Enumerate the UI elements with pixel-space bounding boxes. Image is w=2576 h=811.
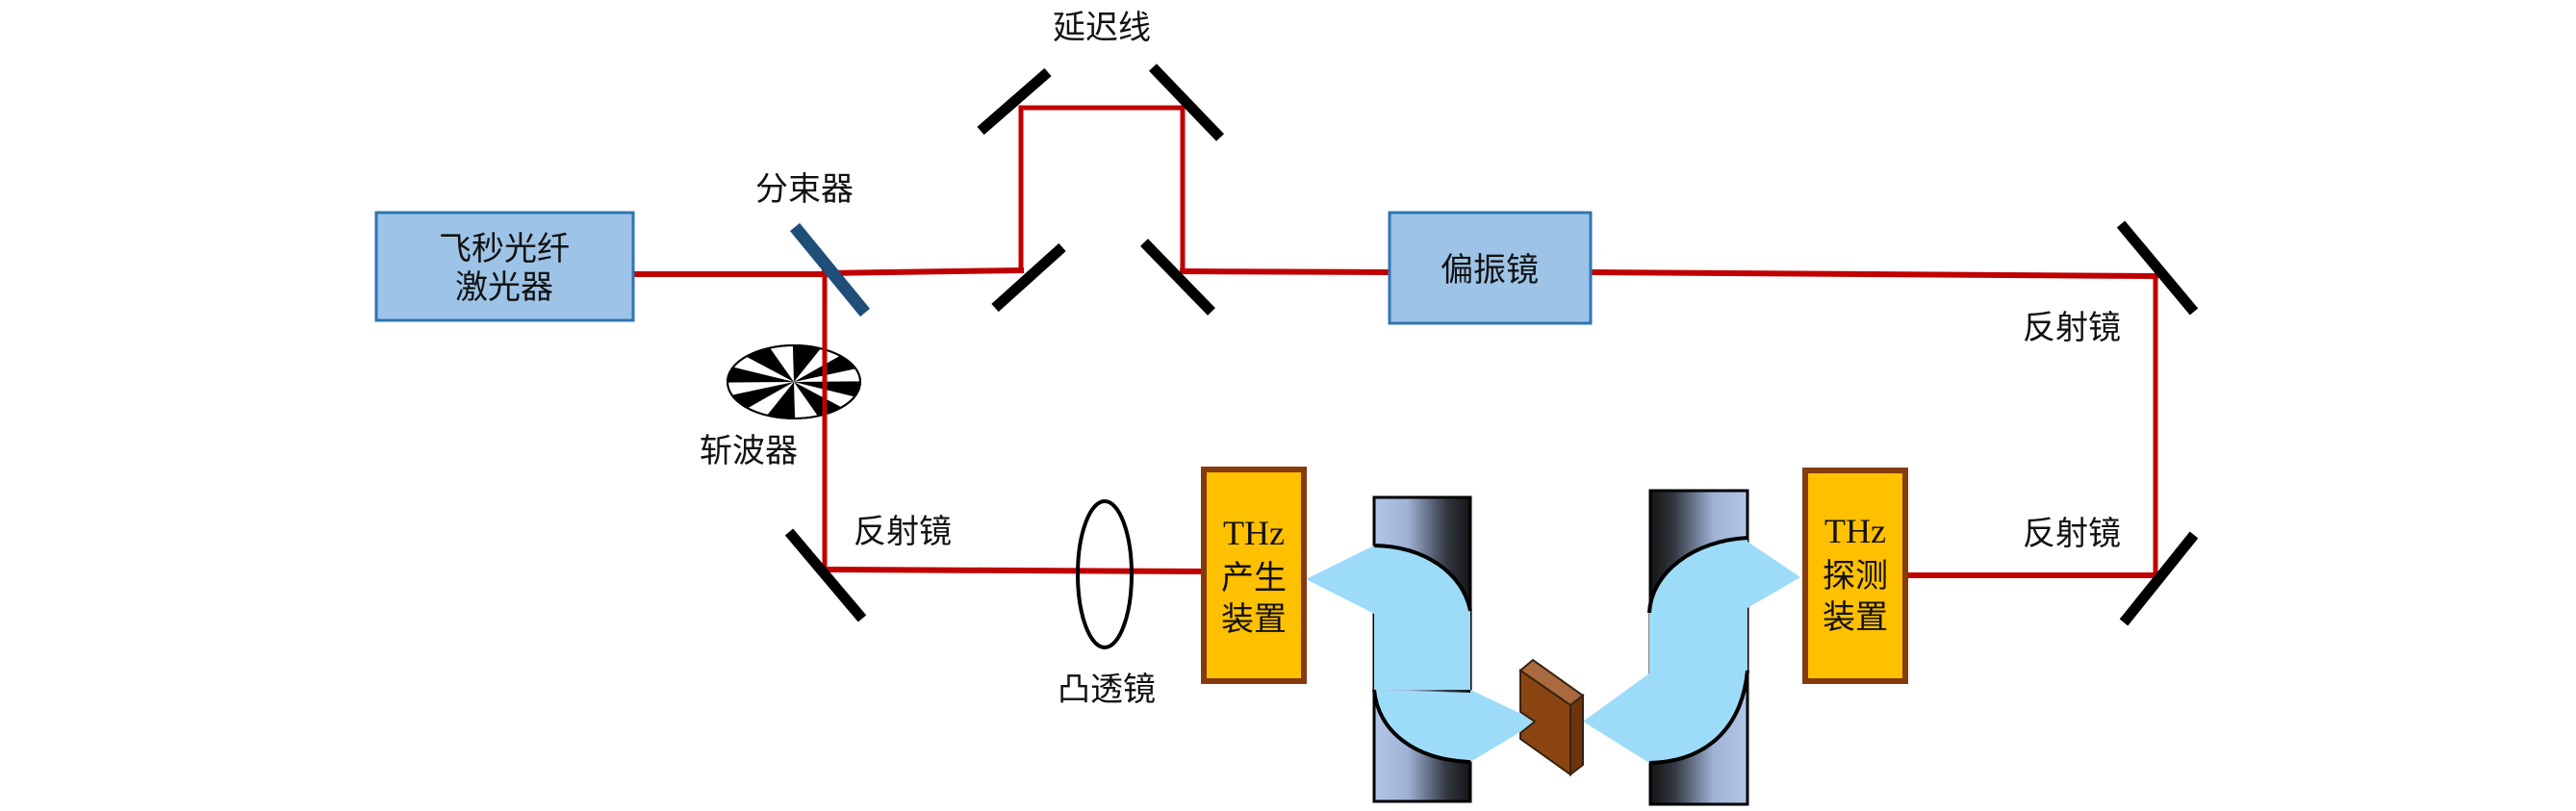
thz-emitter: THz 产生 装置	[1201, 467, 1307, 684]
beam-splitter-to-delay	[821, 266, 1025, 277]
delay-mirror-top-right	[1149, 63, 1224, 141]
laser-label-line2: 激光器	[455, 268, 553, 307]
thz-emitter-line3: 装置	[1221, 600, 1287, 639]
delay-mirror-bottom-left	[991, 242, 1066, 313]
thz-detector-line2: 探测	[1823, 557, 1888, 596]
thz-detector-line3: 装置	[1823, 598, 1888, 637]
chopper-blade	[794, 382, 842, 417]
chopper-blades	[727, 344, 861, 419]
delay-line: 延迟线	[977, 9, 1224, 316]
beam-splitter-label: 分束器	[755, 170, 854, 209]
chopper-blade	[727, 367, 794, 383]
beam-polarizer-to-mirror	[1587, 268, 2159, 280]
chopper-blade	[746, 347, 794, 382]
femtosecond-laser: 飞秒光纤 激光器	[374, 211, 635, 322]
sample	[1518, 658, 1585, 777]
chopper-blade	[767, 382, 796, 419]
mirror-lower-left-label: 反射镜	[854, 513, 952, 551]
laser-label-line1: 飞秒光纤	[439, 230, 570, 268]
chopper-blade	[794, 381, 861, 397]
left-paraboloid-lower-arc	[1372, 689, 1471, 764]
polarizer: 偏振镜	[1388, 211, 1593, 325]
mirror-upper-right-label: 反射镜	[2023, 309, 2121, 347]
delay-line-label: 延迟线	[1053, 9, 1151, 47]
optical-chopper	[727, 344, 861, 419]
laser-beam-path	[630, 105, 2159, 578]
mirror-lower-left	[784, 528, 867, 622]
thz-beam	[1306, 538, 1800, 763]
mirror-lower-right	[2119, 531, 2199, 626]
beam-delay-to-polarizer	[1179, 267, 1393, 276]
beam-delay-loop	[1018, 105, 1186, 274]
thz-detector-line1: THz	[1824, 512, 1886, 550]
sample-side-face	[1569, 693, 1584, 777]
beam-splitter	[789, 222, 871, 317]
chopper-blade	[792, 344, 821, 382]
beam-mirror-to-emitter	[821, 566, 1206, 575]
thz-emitter-line2: 产生	[1221, 559, 1287, 597]
delay-mirror-bottom-right	[1140, 239, 1215, 316]
right-paraboloid-upper-arc	[1647, 536, 1748, 614]
thz-emitter-line1: THz	[1223, 514, 1285, 552]
left-paraboloid-upper-arc	[1373, 544, 1472, 612]
right-paraboloid-lower-arc	[1648, 670, 1749, 765]
chopper-label: 斩波器	[700, 432, 798, 470]
convex-lens	[1076, 499, 1134, 649]
thz-detector: THz 探测 装置	[1802, 468, 1908, 684]
delay-mirror-top-left	[977, 67, 1052, 136]
paraboloid-edges	[1372, 536, 1749, 765]
polarizer-label: 偏振镜	[1441, 251, 1539, 290]
chopper-blade	[731, 382, 794, 409]
mirror-upper-right	[2116, 220, 2199, 316]
mirror-lower-right-label: 反射镜	[2023, 515, 2121, 553]
convex-lens-label: 凸透镜	[1058, 671, 1156, 709]
